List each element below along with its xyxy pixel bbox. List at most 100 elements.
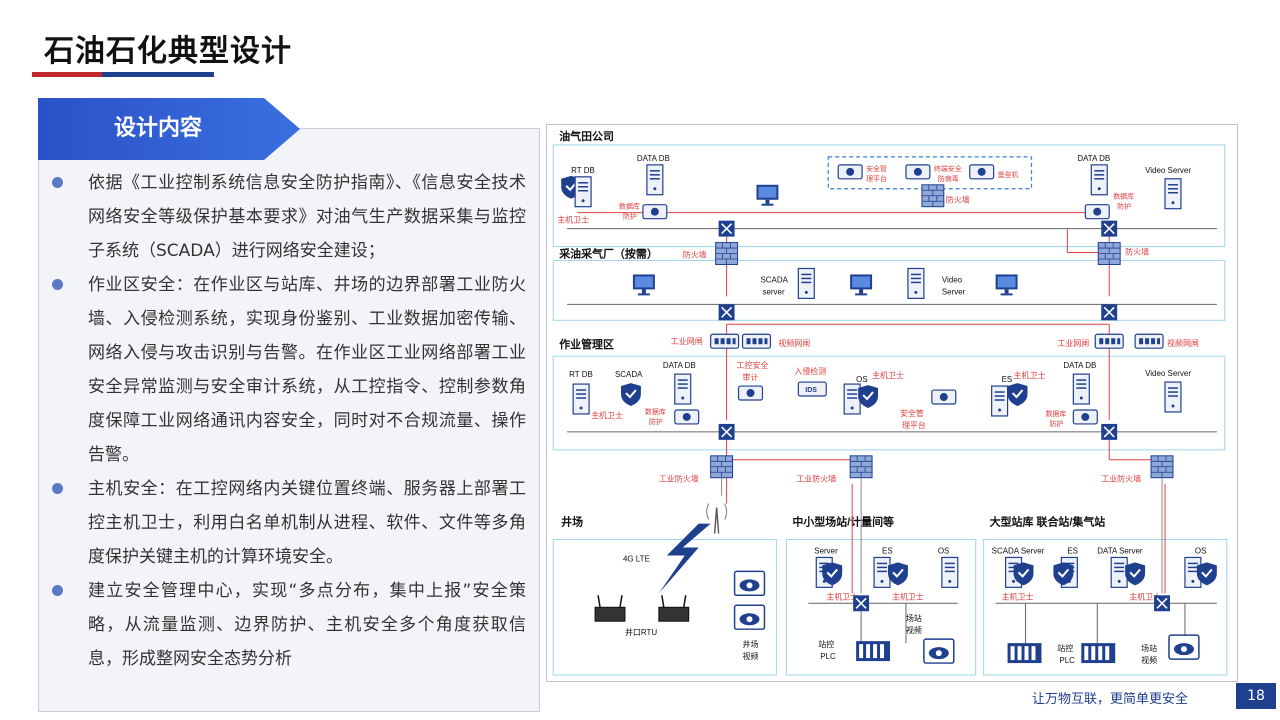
bs-switch-icon [1153,594,1171,613]
ind-firewall-1-label: 工业防火墙 [659,474,699,484]
red-links [577,212,1166,594]
sec-mgmt-label-2: 理平台 [866,174,887,183]
wa-db-protect-icon [674,409,700,425]
bs-video-label-2: 视频 [1141,655,1157,665]
rtu-label: 井口RTU [625,627,657,637]
wa-es-server-icon [990,385,1009,417]
zone-title-smallstation: 中小型场站/计量间等 [792,515,894,529]
video-gateway-right-label: 视频网闸 [1167,338,1199,348]
wa-es-label: ES [1002,375,1013,384]
zone-smallstation-frame [785,539,977,676]
sec-mgmt-icon [837,164,863,180]
ss-es-server-icon [873,556,891,589]
video-gateway-left-label: 视频网闸 [778,338,810,348]
wa-rtdb-server-icon [572,383,590,415]
bullet-list: 依据《工业控制系统信息安全防护指南》、《信息安全技术网络安全等级保护基本要求》对… [50,166,526,676]
bullet-text: 作业区安全：在作业区与站库、井场的边界部署工业防火墙、入侵检测系统，实现身份鉴别… [88,275,526,465]
video-gateway-left-icon [741,333,772,349]
firewall-plant-right-icon [1097,242,1121,265]
section-tab-shape [38,98,300,160]
footer-slogan: 让万物互联，更简单更安全 [1032,692,1189,707]
wa-video-server-label: Video Server [1145,369,1191,378]
cell-tower-icon [706,503,728,534]
bs-plc-1-icon [1007,643,1042,664]
datadb-label-2: DATA DB [1077,154,1110,163]
lte-label: 4G LTE [623,554,650,563]
wa-os-label: OS [856,375,868,384]
wa-video-server-icon [1164,381,1182,413]
bs-plc-label-2: PLC [1059,656,1075,665]
bs-data-server-icon [1110,556,1128,589]
bs-data-guard-icon [1124,561,1147,587]
host-guard-label: 主机卫士 [557,215,589,225]
section-title: 设计内容 [113,116,202,141]
wa-db-protect-2-label-1: 数据库 [1045,409,1066,418]
data-db-server-icon [646,164,664,196]
ind-firewall-3-label: 工业防火墙 [1101,474,1141,484]
wa-db-protect-label-2: 防护 [649,417,663,426]
bs-os-label: OS [1195,546,1207,555]
db-protect-label-2: 防护 [623,212,637,221]
page-title: 石油石化典型设计 [44,34,292,69]
db-protect-2-label-2: 防护 [1117,202,1131,211]
ss-es-label: ES [882,546,893,555]
title-underline-red [32,72,102,77]
wa-datadb-2-server-icon [1072,373,1091,405]
audit-label-1: 工控安全 [737,360,769,370]
zone-title-wellsite: 井场 [561,515,583,529]
scada-server-label-2: server [762,287,784,296]
antivirus-icon [905,164,931,180]
zone-workarea-frame [552,355,1226,451]
ss-video-label-2: 视频 [906,625,922,635]
switch-plant-left-icon [717,303,736,322]
well-video-label-2: 视频 [743,651,759,661]
ss-plc-label-1: 站控 [818,639,834,649]
ind-firewall-2-icon [849,455,873,479]
sec-mgmt-label-1: 安全管 [866,164,887,173]
plant-video-server-icon [907,267,925,300]
bs-scada-label: SCADA Server [992,546,1045,555]
bullet-dot [52,279,63,290]
ids-appliance [797,381,827,397]
rtu-2-icon [658,594,690,622]
ind-gateway-right-icon [1094,333,1124,349]
ids-label: 入侵检测 [794,366,826,376]
wa-os-guard-icon [857,384,880,409]
bullet-text: 依据《工业控制系统信息安全防护指南》、《信息安全技术网络安全等级保护基本要求》对… [88,173,526,261]
plant-pc-2-icon [850,274,873,296]
plant-video-label-2: Server [942,287,966,296]
ss-switch-icon [852,594,870,613]
wa-os-guard-label: 主机卫士 [872,370,904,380]
ss-guard-label-2: 主机卫士 [892,591,924,601]
antivirus-label-2: 防病毒 [938,174,959,183]
firewall-plant-right-label: 防火墙 [1125,247,1149,257]
plant-pc-1-icon [632,274,655,296]
ss-camera-icon [923,638,955,664]
video-server-icon [1164,178,1182,210]
ss-server-label: Server [814,546,838,555]
bullet-dot [52,177,63,188]
wa-db-protect-label-1: 数据库 [645,407,666,416]
bullet-text: 主机安全：在工控网络内关键位置终端、服务器上部署工控主机卫士，利用白名单机制从进… [88,479,526,567]
db-protect-icon [642,204,668,220]
wa-rtdb-label: RT DB [569,370,593,379]
content-panel [38,128,540,712]
ind-gateway-right-label: 工业网闸 [1057,338,1089,348]
bs-video-label-1: 场站 [1141,643,1157,653]
wa-os-server-icon [843,383,861,415]
ind-firewall-3-icon [1150,455,1174,479]
audit-label-2: 审计 [743,372,759,382]
firewall-plant-left-icon [715,242,739,265]
bastion-host-icon [969,164,995,180]
switch-oilfield-left-icon [717,219,736,238]
ss-guard-label-1: 主机卫士 [826,591,858,601]
ss-os-server-icon [941,556,959,589]
network-diagram: 油气田公司 采油采气厂（按需） 作业管理区 井场 中小型场站/计量间等 大型站库… [546,124,1238,682]
wa-es-guard-icon [1006,382,1029,407]
scada-server-icon [797,267,816,300]
ss-video-label-1: 场站 [906,613,922,623]
wa-host-guard-label: 主机卫士 [591,410,623,420]
wa-host-guard-icon [619,382,642,407]
datadb-label: DATA DB [637,154,670,163]
bullet-item: 作业区安全：在作业区与站库、井场的边界部署工业防火墙、入侵检测系统，实现身份鉴别… [50,268,526,472]
